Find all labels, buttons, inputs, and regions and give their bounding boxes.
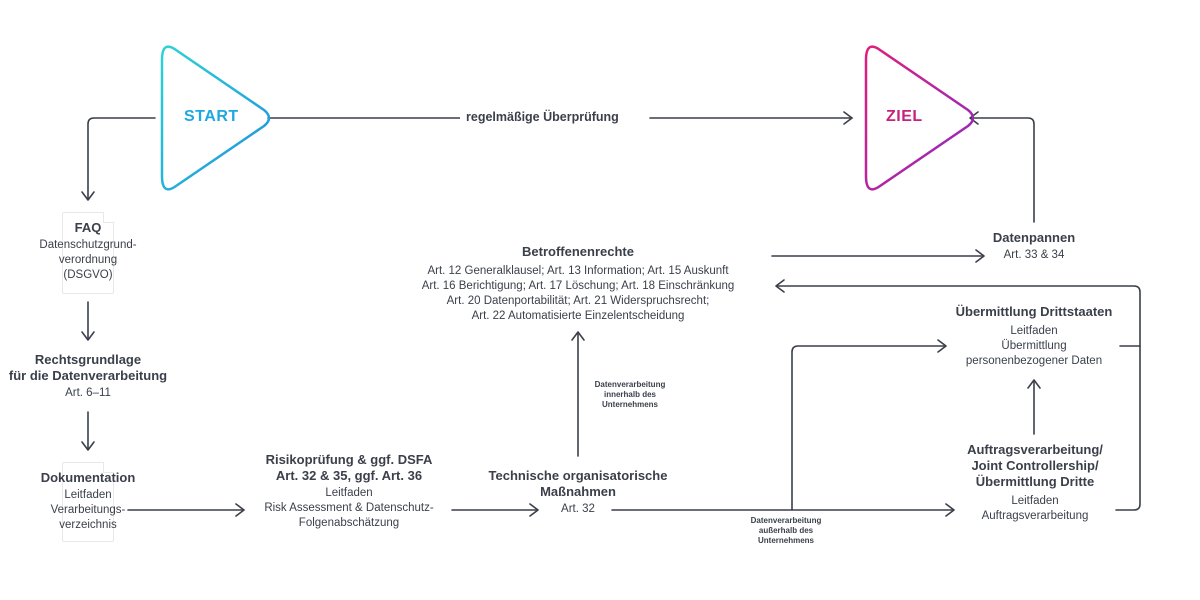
betroffenenrechte-line: Art. 22 Automatisierte Einzelentscheidun…	[471, 310, 685, 322]
faq-line: Datenschutzgrund-	[39, 239, 137, 251]
loop-arrow-head	[843, 111, 853, 125]
auftrag-node: Auftragsverarbeitung/ Joint Controllersh…	[950, 442, 1120, 524]
ausserhalb-note-line: Unternehmens	[757, 536, 814, 545]
tom-node: Technische organisatorische Maßnahmen Ar…	[478, 468, 678, 517]
auftrag-title: Auftragsverarbeitung/	[967, 442, 1103, 457]
auftrag-title: Übermittlung Dritte	[975, 474, 1095, 489]
rechtsgrundlage-title: für die Datenverarbeitung	[8, 368, 168, 383]
innerhalb-note-line: innerhalb des	[603, 390, 656, 399]
dokumentation-document-icon	[62, 462, 114, 542]
risiko-title: Risikoprüfung & ggf. DSFA	[265, 452, 433, 467]
betroffenenrechte-title: Betroffenenrechte	[522, 244, 634, 259]
faq-title: FAQ	[74, 220, 102, 235]
rechtsgrundlage-node: Rechtsgrundlage für die Datenverarbeitun…	[0, 352, 176, 401]
auftrag-line: Leitfaden	[1011, 495, 1059, 507]
drittstaaten-line: Leitfaden	[1010, 325, 1058, 337]
tom-title: Maßnahmen	[540, 484, 616, 499]
drittstaaten-title: Übermittlung Drittstaaten	[955, 304, 1113, 319]
tom-line: Art. 32	[561, 503, 595, 515]
datenpannen-line: Art. 33 & 34	[1003, 249, 1065, 261]
ziel-triangle	[864, 45, 975, 191]
dokumentation-line: Verarbeitungs-	[50, 504, 126, 516]
ausserhalb-note-line: Datenverarbeitung	[750, 516, 822, 525]
rechtsgrundlage-title: Rechtsgrundlage	[34, 352, 142, 367]
start-label: START	[184, 108, 239, 125]
auftrag-title: Joint Controllership/	[971, 458, 1099, 473]
innerhalb-note: Datenverarbeitung innerhalb des Unterneh…	[580, 380, 680, 410]
drittstaaten-node: Übermittlung Drittstaaten Leitfaden Über…	[944, 304, 1124, 369]
drittstaaten-line: Übermittlung	[1001, 340, 1067, 352]
dokumentation-node: Dokumentation Leitfaden Verarbeitungs- v…	[20, 470, 156, 533]
rechtsgrundlage-line: Art. 6–11	[65, 387, 111, 399]
ausserhalb-note-line: außerhalb des	[758, 526, 814, 535]
innerhalb-note-line: Datenverarbeitung	[594, 380, 666, 389]
faq-node: FAQ Datenschutzgrund- verordnung (DSGVO)	[20, 220, 156, 283]
drittstaaten-line: personenbezogener Daten	[965, 355, 1103, 367]
risiko-node: Risikoprüfung & ggf. DSFA Art. 32 & 35, …	[244, 452, 454, 531]
tom-title: Technische organisatorische	[488, 468, 668, 483]
betroffenenrechte-line: Art. 12 Generalklausel; Art. 13 Informat…	[427, 265, 729, 277]
faq-document-icon	[62, 212, 114, 294]
start-triangle	[160, 45, 271, 191]
risiko-title: Art. 32 & 35, ggf. Art. 36	[275, 468, 423, 483]
betroffenenrechte-line: Art. 20 Datenportabilität; Art. 21 Wider…	[446, 295, 710, 307]
loop-label: regelmäßige Überprüfung	[460, 110, 625, 124]
start-to-faq	[87, 117, 156, 199]
risiko-line: Risk Assessment & Datenschutz-	[264, 502, 434, 514]
ausserhalb-note: Datenverarbeitung außerhalb des Unterneh…	[734, 516, 838, 546]
faq-line: (DSGVO)	[63, 269, 113, 281]
auftrag-line: Auftragsverarbeitung	[981, 510, 1089, 522]
ziel-label: ZIEL	[886, 108, 923, 125]
dokumentation-line: verzeichnis	[59, 519, 117, 531]
datenpannen-node: Datenpannen Art. 33 & 34	[974, 230, 1094, 263]
innerhalb-note-line: Unternehmens	[601, 400, 658, 409]
dokumentation-line: Leitfaden	[64, 489, 112, 501]
betroffenenrechte-node: Betroffenenrechte Art. 12 Generalklausel…	[396, 244, 760, 324]
risiko-line: Folgenabschätzung	[298, 517, 400, 529]
datenpannen-title: Datenpannen	[992, 230, 1076, 245]
betroffenenrechte-line: Art. 16 Berichtigung; Art. 17 Löschung; …	[421, 280, 735, 292]
risiko-line: Leitfaden	[325, 487, 373, 499]
dokumentation-title: Dokumentation	[40, 470, 136, 485]
faq-line: verordnung	[58, 254, 118, 266]
